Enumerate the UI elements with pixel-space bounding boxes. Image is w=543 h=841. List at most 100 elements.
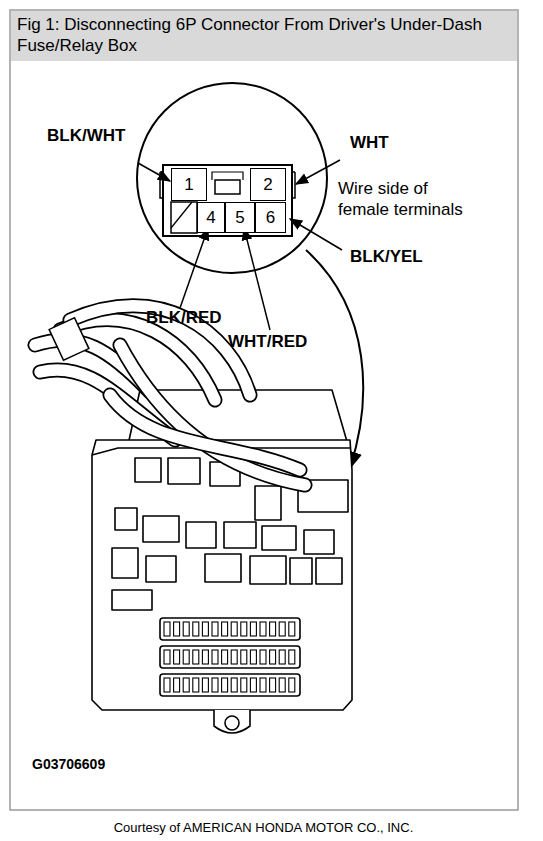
relay	[250, 556, 286, 584]
fuse	[164, 678, 170, 692]
callout-circle	[137, 83, 327, 273]
relay	[143, 516, 179, 542]
fuse-row	[160, 674, 300, 696]
fuse	[241, 650, 247, 664]
fuse	[183, 622, 189, 636]
credit-caption: Courtesy of AMERICAN HONDA MOTOR CO., IN…	[0, 820, 527, 835]
fuse	[174, 622, 180, 636]
figure-code: G03706609	[32, 754, 105, 775]
title-band	[11, 11, 517, 61]
fuse-box-body	[92, 440, 352, 710]
fuse	[289, 678, 295, 692]
pin-number: 2	[263, 175, 272, 195]
leader-arrow	[296, 160, 340, 184]
fuse	[174, 678, 180, 692]
blank-cavity	[171, 202, 197, 233]
fuse	[183, 650, 189, 664]
fuse-row	[160, 646, 300, 668]
fuse	[289, 650, 295, 664]
fuse-row	[160, 618, 300, 640]
harness-wire	[60, 320, 215, 400]
fuse	[164, 650, 170, 664]
relay	[304, 530, 334, 554]
fuse	[212, 622, 218, 636]
pin-number: 6	[266, 208, 275, 228]
relay	[255, 486, 281, 520]
leader-arrow	[138, 163, 170, 181]
pin-number: 4	[206, 208, 215, 228]
fuse	[202, 622, 208, 636]
fuse	[260, 678, 266, 692]
fuse	[222, 650, 228, 664]
fuse	[202, 678, 208, 692]
fuse	[279, 678, 285, 692]
pin-cavity: 1	[171, 168, 207, 201]
pin-cavity: 6	[255, 202, 286, 233]
relay	[112, 548, 138, 578]
fuse	[222, 678, 228, 692]
relay	[262, 526, 296, 550]
fuse	[183, 678, 189, 692]
pin-cavity: 5	[225, 202, 255, 233]
leader-arrow	[244, 228, 270, 330]
blank-cavity	[171, 202, 192, 228]
relay	[316, 558, 342, 584]
figure-frame	[10, 10, 518, 810]
mounting-tab	[214, 710, 250, 733]
fuse	[241, 678, 247, 692]
fuse	[202, 650, 208, 664]
harness-tape	[49, 318, 89, 361]
connector-latch	[212, 172, 243, 180]
fuse	[222, 622, 228, 636]
fuse	[212, 678, 218, 692]
fuse	[231, 650, 237, 664]
relay	[135, 458, 161, 482]
relay	[205, 554, 241, 582]
connector-latch	[215, 180, 240, 194]
fuse	[250, 622, 256, 636]
leader-arrow	[290, 219, 342, 250]
fuse	[270, 622, 276, 636]
figure-title: Fig 1: Disconnecting 6P Connector From D…	[17, 14, 512, 56]
leader-arrow	[180, 228, 208, 308]
pin-number: 1	[184, 175, 193, 195]
fuse	[241, 622, 247, 636]
fuse	[193, 622, 199, 636]
pin-number: 5	[235, 208, 244, 228]
fuse	[270, 678, 276, 692]
relay	[186, 522, 216, 548]
fuse	[260, 622, 266, 636]
fuse	[250, 678, 256, 692]
harness-wire	[110, 395, 300, 470]
pin-cavity: 2	[250, 168, 286, 201]
wire-color: BLK/WHT	[47, 125, 125, 146]
note: Wire side of female terminals	[338, 178, 478, 220]
relay	[224, 522, 256, 548]
relay	[146, 556, 176, 582]
fuse	[289, 622, 295, 636]
fuse	[193, 678, 199, 692]
socket	[115, 508, 137, 530]
harness-wire	[70, 306, 250, 395]
harness-wire	[60, 320, 215, 400]
harness-wire	[110, 395, 300, 470]
wire-color: WHT	[350, 132, 389, 153]
fuse	[164, 622, 170, 636]
wire-color: BLK/RED	[146, 307, 222, 328]
pin-cavity: 4	[197, 202, 225, 233]
wire-color: WHT/RED	[228, 331, 307, 352]
fuse	[193, 650, 199, 664]
fuse	[260, 650, 266, 664]
relay	[290, 558, 312, 584]
relay	[168, 458, 200, 484]
fuse	[250, 650, 256, 664]
fuse	[212, 650, 218, 664]
fuse	[231, 622, 237, 636]
mounting-hole	[225, 716, 239, 730]
fuse	[270, 650, 276, 664]
fuse	[279, 622, 285, 636]
harness-wire	[70, 306, 250, 395]
fuse	[231, 678, 237, 692]
socket	[112, 590, 152, 610]
connector-housing	[163, 165, 292, 236]
